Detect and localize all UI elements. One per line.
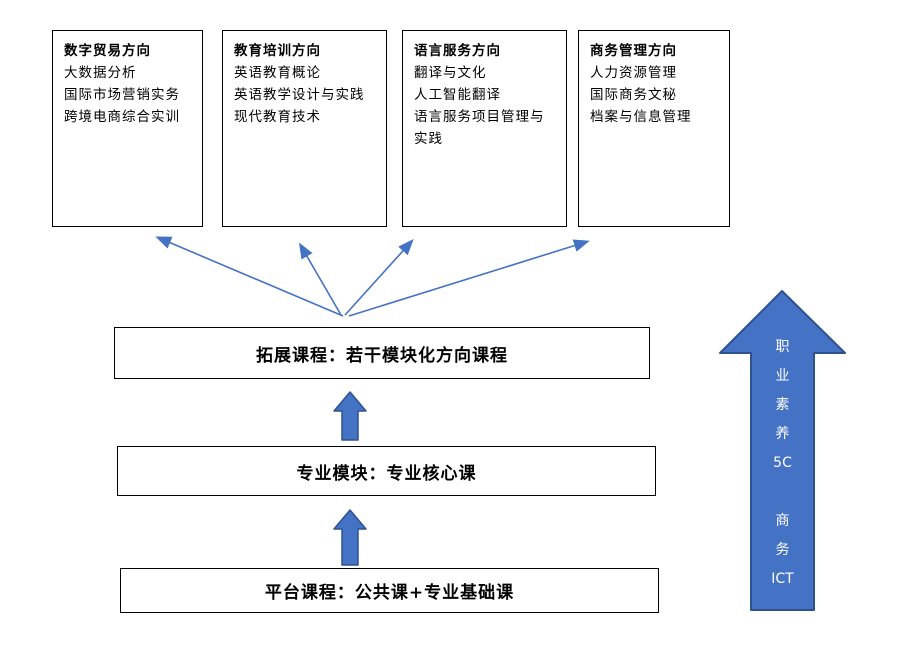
course-item: 人力资源管理	[590, 65, 677, 81]
module-box-business-management: 商务管理方向 人力资源管理 国际商务文秘 档案与信息管理	[578, 30, 730, 227]
course-item: 语言服务项目管理与实践	[414, 109, 545, 147]
course-item: 英语教育概论	[234, 65, 321, 81]
course-item: 国际商务文秘	[590, 87, 677, 103]
course-item: 人工智能翻译	[414, 87, 501, 103]
connector-arrow-to-module-2	[298, 242, 342, 316]
arrow-label-line: 业	[775, 368, 790, 384]
module-box-language-services: 语言服务方向 翻译与文化 人工智能翻译 语言服务项目管理与实践	[402, 30, 567, 227]
career-competency-arrow-label: 职 业 素 养 5C 商 务 ICT	[751, 333, 814, 594]
level-label: 拓展课程：若干模块化方向课程	[256, 345, 508, 366]
module-title: 数字贸易方向	[64, 43, 151, 59]
course-item: 档案与信息管理	[590, 109, 692, 125]
module-title: 商务管理方向	[590, 43, 677, 59]
module-box-education-training: 教育培训方向 英语教育概论 英语教学设计与实践 现代教育技术	[222, 30, 387, 227]
course-item: 现代教育技术	[234, 109, 321, 125]
level-box-extension-courses: 拓展课程：若干模块化方向课程	[114, 327, 650, 379]
course-item: 大数据分析	[64, 65, 137, 81]
connector-arrow-to-module-1	[155, 236, 344, 317]
course-item: 国际市场营销实务	[64, 87, 180, 103]
level-box-core-courses: 专业模块：专业核心课	[117, 446, 656, 496]
arrow-label-line: ICT	[771, 571, 794, 587]
level-label: 平台课程：公共课+专业基础课	[264, 583, 515, 603]
module-box-digital-trade: 数字贸易方向 大数据分析 国际市场营销实务 跨境电商综合实训	[52, 30, 203, 227]
module-title: 教育培训方向	[234, 43, 321, 59]
course-item: 翻译与文化	[414, 65, 487, 81]
arrow-label-line	[751, 478, 814, 507]
up-block-arrow-platform-to-core	[333, 509, 367, 566]
level-box-platform-courses: 平台课程：公共课+专业基础课	[120, 568, 659, 613]
connector-arrow-to-module-4	[348, 239, 590, 317]
course-item: 英语教学设计与实践	[234, 87, 365, 103]
arrow-label-line: 职	[775, 339, 790, 355]
up-block-arrow-core-to-extension	[333, 391, 367, 441]
arrow-label-line: 务	[775, 542, 790, 558]
connector-arrow-to-module-3	[344, 239, 414, 316]
arrow-label-line: 商	[775, 513, 790, 529]
module-title: 语言服务方向	[414, 43, 501, 59]
level-label: 专业模块：专业核心课	[296, 463, 477, 484]
course-item: 跨境电商综合实训	[64, 109, 180, 125]
arrow-label-line: 素	[775, 397, 790, 413]
arrow-label-line: 养	[775, 426, 790, 442]
arrow-label-line: 5C	[773, 455, 792, 471]
